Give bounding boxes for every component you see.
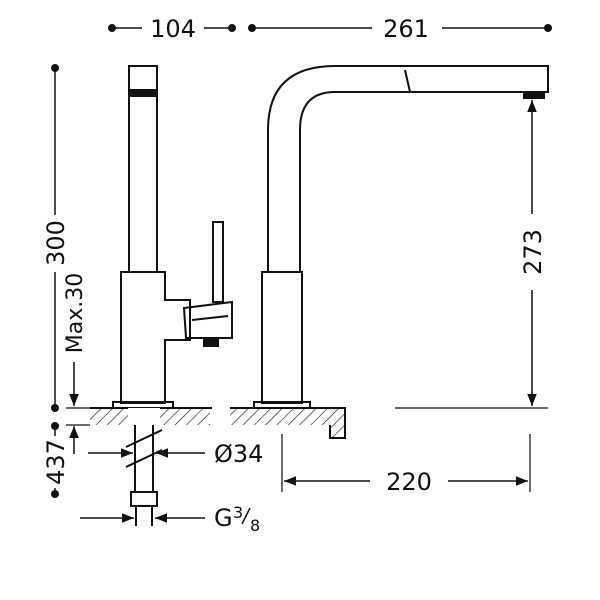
dim-max30-label: Max.30: [63, 273, 88, 353]
dimension-top-104: 104: [108, 15, 236, 43]
dimension-right-273: 273: [395, 100, 548, 409]
dim-273-label: 273: [519, 229, 547, 275]
faucet-front-view: [253, 65, 549, 409]
dimension-diameter-34: Ø34: [88, 440, 263, 468]
dimension-reach-220: 220: [281, 434, 531, 496]
dimension-max-30: Max.30: [63, 273, 112, 454]
dimension-thread: G 3 8: [80, 503, 260, 535]
dimension-left-300: 300: [42, 64, 70, 412]
hose-shaft: [125, 425, 163, 526]
dim-thread-label: G: [214, 504, 233, 532]
deck-right: [230, 407, 346, 439]
dim-220-label: 220: [386, 468, 432, 496]
dimension-top-261: 261: [248, 15, 552, 43]
dimension-left-437: 437: [42, 422, 70, 498]
dim-thread-den: 8: [250, 516, 260, 535]
deck-left: [90, 407, 212, 425]
dim-300-label: 300: [42, 220, 70, 266]
faucet-side-view: [112, 65, 233, 409]
dim-thread-num: 3: [233, 503, 243, 522]
dim-diameter-label: Ø34: [214, 440, 263, 468]
dim-437-label: 437: [42, 439, 70, 485]
dim-261-label: 261: [383, 15, 429, 43]
dim-104-label: 104: [150, 15, 196, 43]
